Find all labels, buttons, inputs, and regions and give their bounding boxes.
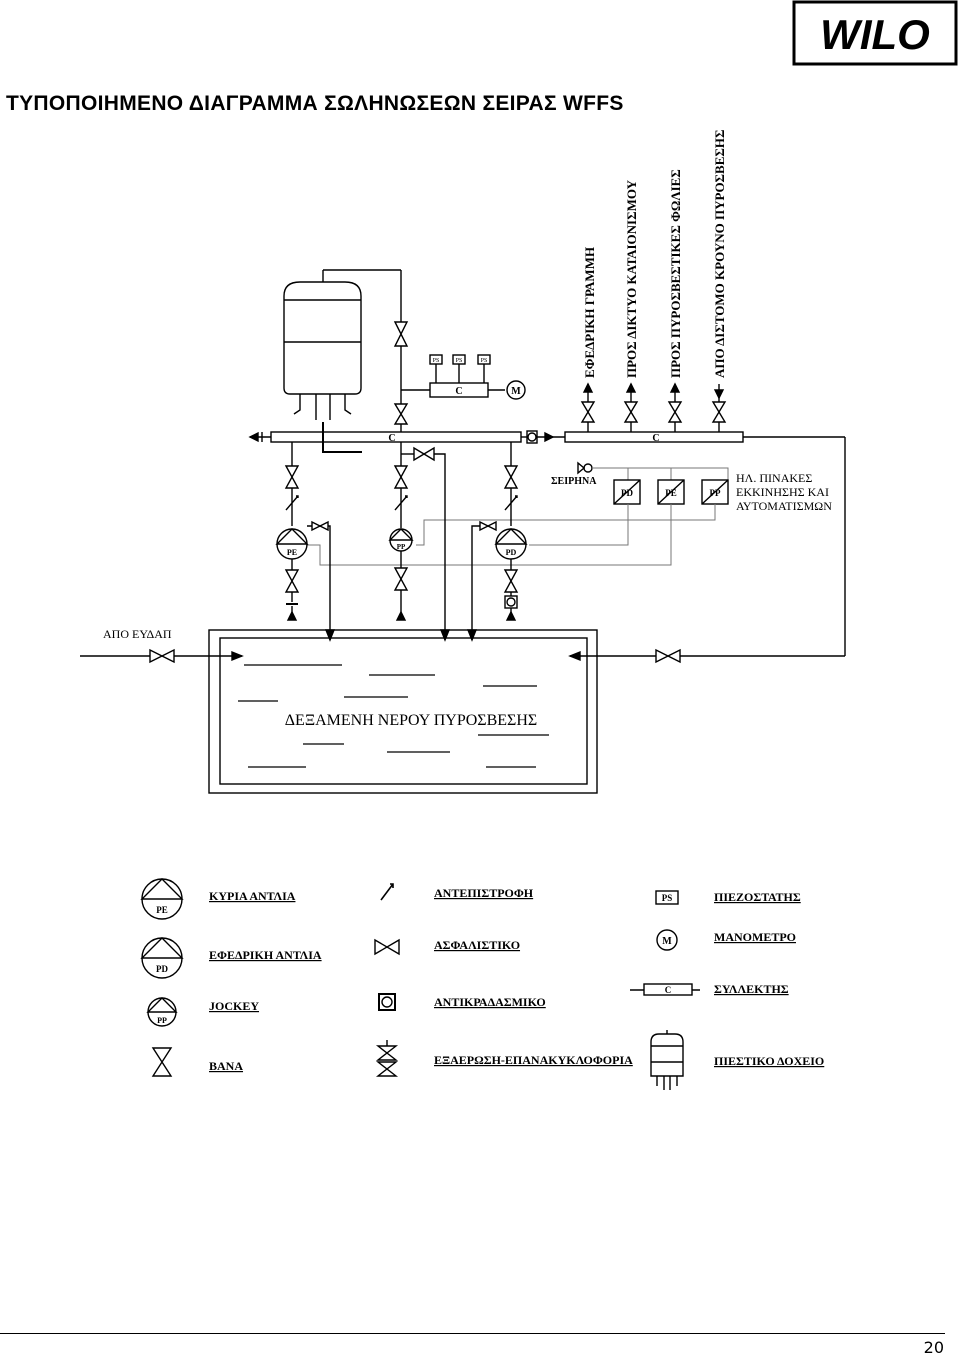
tank-label: ΔΕΞΑΜΕΝΗ ΝΕΡΟΥ ΠΥΡΟΣΒΕΣΗΣ xyxy=(285,712,537,729)
bleed-valve-standby xyxy=(479,520,497,532)
valve-switch-line xyxy=(393,403,409,425)
label-hose-reels: ΠΡΟΣ ΠΥΡΟΣΒΕΣΤΙΚΕΣ ΦΩΛΙΕΣ xyxy=(668,169,683,378)
legend-check-valve-label: ΑΝΤΕΠΙΣΤΡΟΦΗ xyxy=(434,886,534,900)
footer-rule xyxy=(0,1333,945,1334)
wilo-logo-text: WILO xyxy=(820,11,930,58)
ps-label-2: PS xyxy=(456,358,463,364)
main-collector-letter: C xyxy=(388,433,395,444)
control-panels: PD PE PP xyxy=(613,479,729,505)
outlet-collector-letter: C xyxy=(652,433,659,444)
panel-box-3: PP xyxy=(710,488,721,498)
fire-water-tank xyxy=(208,629,598,794)
valve-vessel xyxy=(393,321,409,347)
legend-collector-letter: C xyxy=(665,985,672,995)
panels-label-line-2: ΕΚΚΙΝΗΣΗΣ ΚΑΙ xyxy=(736,485,829,499)
valve-main-suction xyxy=(284,569,300,593)
pressure-switches: PS PS PS xyxy=(429,354,491,365)
legend-standby-pump-symbol: PD xyxy=(140,937,184,979)
legend-jockey-pump-label: JOCKEY xyxy=(209,999,259,1013)
legend-anti-vibration-label: ΑΝΤΙΚΡΑΔΑΣΜΙΚΟ xyxy=(434,995,546,1009)
legend-valve-symbol xyxy=(151,1047,173,1077)
siren xyxy=(577,461,593,475)
pressure-vessel xyxy=(283,269,401,420)
anti-vibration-standby xyxy=(504,595,518,609)
legend-manometer-label: ΜΑΝΟΜΕΤΡΟ xyxy=(714,930,796,944)
legend-main-pump-label: ΚΥΡΙΑ ΑΝΤΛΙΑ xyxy=(209,889,296,903)
legend-safety-valve-symbol xyxy=(374,938,400,956)
legend-jockey-pump-symbol: PP xyxy=(146,997,178,1027)
legend-collector-symbol: C xyxy=(630,983,700,996)
legend-pressure-switch-symbol: PS xyxy=(655,890,679,905)
panels-label: ΗΛ. ΠΙΝΑΚΕΣ ΕΚΚΙΝΗΣΗΣ ΚΑΙ ΑΥΤΟΜΑΤΙΣΜΩΝ xyxy=(736,471,832,513)
legend-bleed-symbol xyxy=(375,1040,399,1077)
bleed-valve-main xyxy=(311,520,329,532)
valve-jockey-suction xyxy=(393,567,409,591)
legend-pressure-vessel-label: ΠΙΕΣΤΙΚΟ ΔΟΧΕΙΟ xyxy=(714,1054,824,1068)
legend-manometer-letter: M xyxy=(662,936,672,947)
legend-safety-valve-label: ΑΣΦΑΛΙΣΤΙΚΟ xyxy=(434,938,520,952)
collector-small-letter: C xyxy=(455,386,462,397)
legend-ps-letter: PS xyxy=(662,893,673,903)
panels-label-line-3: ΑΥΤΟΜΑΤΙΣΜΩΝ xyxy=(736,499,832,513)
outlet-labels: ΕΦΕΔΡΙΚΗ ΓΡΑΜΜΗ ΠΡΟΣ ΔΙΚΤΥΟ ΚΑΤΑΙΟΝΙΣΜΟΥ… xyxy=(582,129,727,378)
legend-bleed-label: ΕΞΑΕΡΩΣΗ-ΕΠΑΝΑΚΥΚΛΟΦΟΡΙΑ xyxy=(434,1053,633,1067)
manometer-letter: M xyxy=(511,386,521,397)
check-valve-jockey xyxy=(394,495,408,511)
valve-standby-discharge xyxy=(503,465,519,489)
main-collector xyxy=(270,431,522,443)
signal-lines xyxy=(296,504,716,566)
legend-pressure-vessel-symbol xyxy=(650,1030,684,1090)
legend-pressure-switch-label: ΠΙΕΖΟΣΤΑΤΗΣ xyxy=(714,890,801,904)
water-supply-label: ΑΠΟ ΕΥΔΑΠ xyxy=(103,627,172,641)
standby-pump-letter: PD xyxy=(506,548,517,557)
legend-main-pump-letter: PE xyxy=(156,905,168,915)
siren-label: ΣΕΙΡΗΝΑ xyxy=(551,476,597,487)
safety-valve xyxy=(413,446,435,462)
jockey-pump-letter: PP xyxy=(397,543,406,551)
legend-standby-pump-label: ΕΦΕΔΡΙΚΗ ΑΝΤΛΙΑ xyxy=(209,948,322,962)
check-valve-main xyxy=(285,495,299,511)
valve-fire-brigade xyxy=(655,648,681,664)
wilo-logo: WILO xyxy=(792,0,958,66)
legend-jockey-pump-letter: PP xyxy=(157,1016,167,1025)
panel-box-1: PD xyxy=(621,488,633,498)
panel-box-2: PE xyxy=(665,488,677,498)
ps-label-1: PS xyxy=(433,358,440,364)
anti-vibration-joint xyxy=(526,430,538,444)
page-number: 20 xyxy=(923,1338,944,1357)
label-fire-brigade-inlet: ΑΠΟ ΔΙΣΤΟΜΟ ΚΡΟΥΝΟ ΠΥΡΟΣΒΕΣΗΣ xyxy=(712,129,727,378)
legend-valve-label: ΒΑΝΑ xyxy=(209,1059,243,1073)
legend-collector-label: ΣΥΛΛΕΚΤΗΣ xyxy=(714,982,789,996)
label-sprinkler-network: ΠΡΟΣ ΔΙΚΤΥΟ ΚΑΤΑΙΟΝΙΣΜΟΥ xyxy=(624,179,639,378)
legend-manometer-symbol: M xyxy=(656,929,678,951)
valve-water-supply xyxy=(149,648,175,664)
check-valve-standby xyxy=(504,495,518,511)
page-title: ΤΥΠΟΠΟΙΗΜΕΝΟ ΔΙΑΓΡΑΜΜΑ ΣΩΛΗΝΩΣΕΩΝ ΣΕΙΡΑΣ… xyxy=(6,92,624,115)
legend: PE ΚΥΡΙΑ ΑΝΤΛΙΑ ΑΝΤΕΠΙΣΤΡΟΦΗ PS ΠΙΕΖΟΣΤΑ… xyxy=(140,878,824,1090)
valve-standby-suction xyxy=(503,569,519,593)
label-standby-line: ΕΦΕΔΡΙΚΗ ΓΡΑΜΜΗ xyxy=(582,247,597,378)
outlet-valves xyxy=(580,382,727,432)
ps-label-3: PS xyxy=(481,358,488,364)
legend-check-valve-symbol xyxy=(380,883,394,901)
legend-anti-vibration-symbol xyxy=(378,993,396,1011)
legend-main-pump-symbol: PE xyxy=(140,878,184,920)
valve-main-discharge xyxy=(284,465,300,489)
main-pump-letter: PE xyxy=(287,548,297,557)
legend-standby-pump-letter: PD xyxy=(156,964,168,974)
valve-jockey-discharge xyxy=(393,465,409,489)
manometer xyxy=(506,380,526,400)
panels-label-line-1: ΗΛ. ΠΙΝΑΚΕΣ xyxy=(736,471,812,485)
